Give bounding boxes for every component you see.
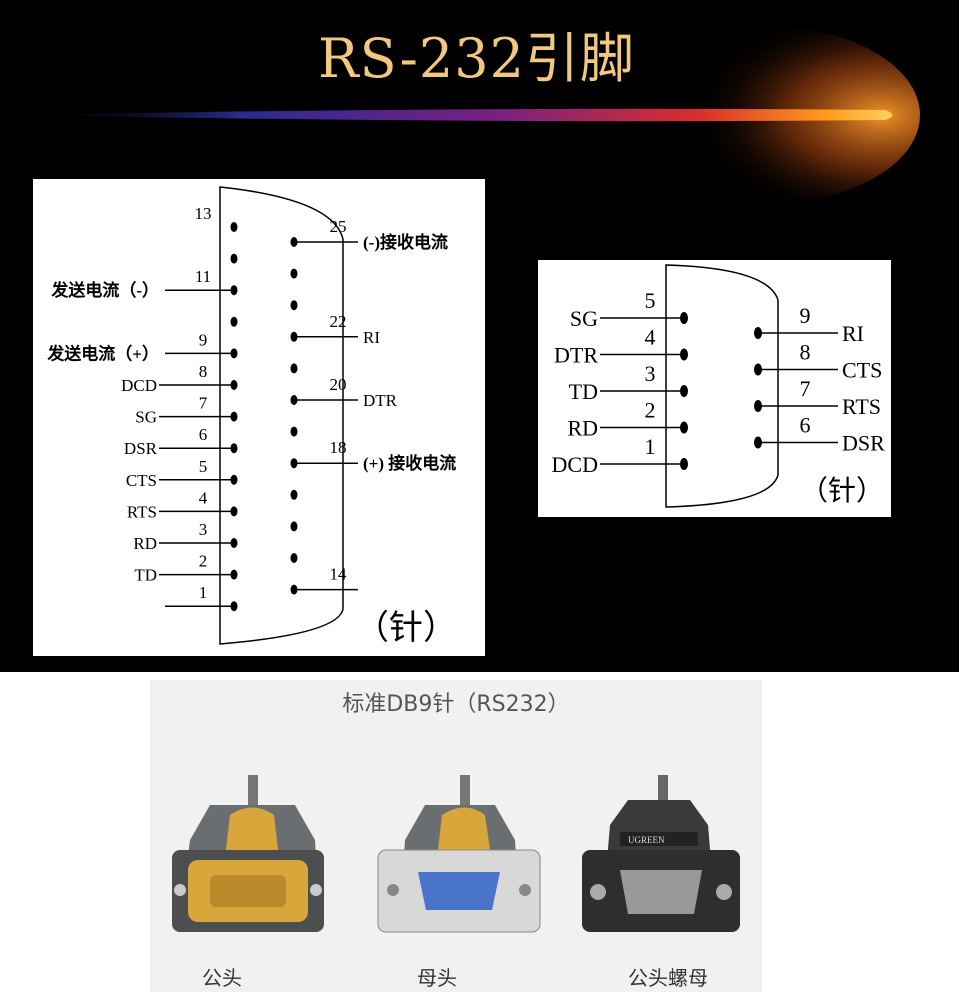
db9-shell-outline (665, 264, 779, 508)
db9-gender-label: （针） (800, 475, 884, 507)
db25-pin-number-11: 11 (195, 267, 211, 286)
db9-signal-3: TD (569, 379, 598, 404)
db25-pin-number-20: 20 (330, 375, 347, 394)
db25-pin-number-18: 18 (330, 438, 347, 457)
caption-male: 公头 (202, 966, 242, 990)
db25-pin-dot-16 (290, 521, 298, 532)
db9-pin-number-7: 7 (800, 376, 811, 401)
db25-pin-dot-19 (290, 426, 298, 437)
db9-pin-number-4: 4 (645, 325, 656, 350)
db9-pin-number-9: 9 (800, 303, 811, 328)
connector-illustrations: UGREEN (172, 775, 740, 933)
db25-signal-7: SG (135, 408, 157, 427)
db9-pin-number-6: 6 (800, 413, 811, 438)
db25-pin-dot-23 (290, 300, 298, 311)
db25-signal-20: DTR (363, 391, 398, 410)
db9-pin-number-1: 1 (645, 434, 656, 459)
db9-signal-9: RI (842, 321, 864, 346)
db25-pin-number-5: 5 (199, 457, 208, 476)
db25-pin-dot-12 (230, 253, 238, 264)
db25-pin-dot-17 (290, 489, 298, 500)
db25-pin-number-7: 7 (199, 394, 208, 413)
db25-pin-number-25: 25 (330, 217, 347, 236)
db25-diagram: （针） 1311发送电流（-）9发送电流（+）8DCD7SG6DSR5CTS4R… (46, 186, 457, 647)
photo-title: 标准DB9针（RS232） (342, 692, 570, 717)
db25-signal-11: 发送电流（-） (50, 280, 159, 300)
db9-pin-number-5: 5 (645, 288, 656, 313)
db25-pin-dot-21 (290, 363, 298, 374)
db25-pin-number-6: 6 (199, 425, 208, 444)
db25-signal-9: 发送电流（+） (46, 343, 159, 363)
db25-signal-3: RD (133, 534, 157, 553)
db25-pin-number-2: 2 (199, 552, 208, 571)
db9-signal-4: DTR (554, 343, 598, 368)
db25-gender-label: （针） (355, 609, 457, 647)
db9-signal-1: DCD (552, 452, 598, 477)
db25-pin-dot-15 (290, 553, 298, 563)
caption-male-screw: 公头螺母 (628, 966, 708, 990)
db25-pin-number-14: 14 (330, 565, 348, 584)
db25-signal-2: TD (134, 566, 157, 585)
comet-streak-graphic (20, 25, 920, 205)
brand-label: UGREEN (628, 835, 665, 845)
db25-signal-25: (-)接收电流 (363, 232, 448, 252)
db25-signal-4: RTS (127, 502, 157, 521)
db25-signal-18: (+) 接收电流 (363, 453, 456, 473)
db25-pin-dot-13 (230, 222, 238, 232)
db25-pin-number-13: 13 (195, 204, 212, 223)
female-connector-image (377, 805, 541, 933)
db9-pin-number-8: 8 (800, 340, 811, 365)
db25-pin-dot-10 (230, 316, 238, 327)
db9-signal-5: SG (570, 306, 598, 331)
db25-signal-6: DSR (124, 439, 158, 458)
male-connector-image (172, 805, 324, 932)
db25-pin-number-22: 22 (330, 312, 347, 331)
db9-signal-8: CTS (842, 358, 882, 383)
db25-pin-number-8: 8 (199, 362, 208, 381)
db25-signal-22: RI (363, 328, 380, 347)
db25-pin-number-3: 3 (199, 520, 208, 539)
connector-photo-area: 标准DB9针（RS232） UGREEN (150, 680, 762, 992)
db25-signal-8: DCD (121, 376, 157, 395)
db9-pin-number-3: 3 (645, 361, 656, 386)
db25-shell-outline (219, 186, 344, 645)
db25-pin-number-1: 1 (199, 583, 208, 602)
db9-signal-2: RD (567, 416, 598, 441)
db25-pin-dot-24 (290, 268, 298, 279)
caption-female: 母头 (417, 966, 457, 990)
db25-pin-number-9: 9 (199, 330, 208, 349)
db25-signal-5: CTS (126, 471, 157, 490)
page-title: RS-232引脚 (318, 27, 635, 90)
male-screw-connector-image: UGREEN (582, 800, 740, 932)
db9-signal-6: DSR (842, 431, 885, 456)
db9-signal-7: RTS (842, 394, 881, 419)
db9-pin-number-2: 2 (645, 398, 656, 423)
db25-pin-number-4: 4 (199, 488, 208, 507)
